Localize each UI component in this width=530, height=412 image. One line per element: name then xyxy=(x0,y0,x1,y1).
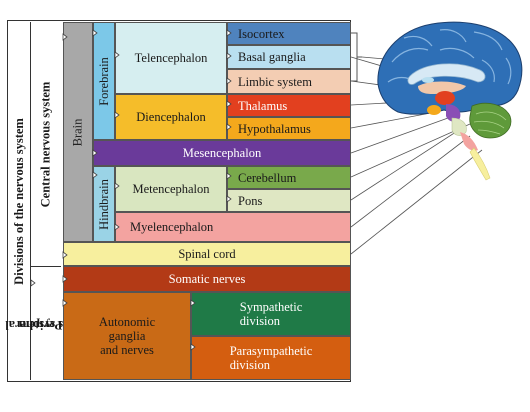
cerebellum-folia xyxy=(473,111,507,135)
brain-box: Brain xyxy=(63,22,93,242)
leader-cerebellum xyxy=(350,123,471,178)
cerebellum-fold-1 xyxy=(475,111,507,121)
leader-myelencephalon xyxy=(350,135,471,228)
diencephalon-notch xyxy=(114,111,120,119)
isocortex-notch xyxy=(226,29,232,37)
pns-notch xyxy=(30,279,36,287)
somatic-nerves-box: Somatic nerves xyxy=(63,266,351,292)
autonomic-ganglia-box: Autonomic ganglia and nerves xyxy=(63,292,191,380)
brain-illustration xyxy=(377,21,523,181)
gyrus-line-2 xyxy=(403,35,433,47)
autonomic-line1: Autonomic xyxy=(98,315,156,329)
limbic-notch xyxy=(226,77,232,85)
cns-pns-divider xyxy=(31,266,61,267)
mesencephalon-box: Mesencephalon xyxy=(93,140,351,166)
pons-notch xyxy=(226,195,232,203)
limbic-system-box: Limbic system xyxy=(227,69,351,94)
bracket-line xyxy=(351,32,362,82)
parasympathetic-line2: division xyxy=(229,358,270,372)
basal-ganglia-shape xyxy=(422,77,434,83)
somatic-notch xyxy=(62,275,68,283)
isocortex-box: Isocortex xyxy=(227,22,351,45)
parasympathetic-division-box: Parasympathetic division xyxy=(191,336,351,380)
myelencephalon-box: Myelencephalon xyxy=(115,212,351,242)
sympathetic-line1: Sympathetic xyxy=(239,300,303,314)
cerebellum-fold-2 xyxy=(473,120,505,129)
notch-markers xyxy=(30,29,232,351)
leader-mesencephalon xyxy=(350,117,449,154)
gyrus-line-6 xyxy=(439,47,475,59)
pons-box: Pons xyxy=(227,189,351,212)
spinal-cord-notch xyxy=(62,251,68,259)
gyrus-line-7 xyxy=(481,59,495,83)
sympathetic-division-box: Sympathetic division xyxy=(191,292,351,336)
gyrus-line-5 xyxy=(505,57,512,85)
hypothalamus-shape xyxy=(427,105,441,115)
telencephalon-notch xyxy=(114,51,120,59)
leader-pons xyxy=(350,127,463,201)
midbrain-shape xyxy=(446,104,461,122)
hindbrain-notch xyxy=(92,171,98,179)
basal-ganglia-box: Basal ganglia xyxy=(227,45,351,69)
cerebellum-fold-3 xyxy=(477,129,501,135)
parasympathetic-notch xyxy=(190,343,196,351)
brain-notch xyxy=(62,33,68,41)
basal-ganglia-notch xyxy=(226,52,232,60)
pons-shape xyxy=(451,117,467,136)
diencephalon-box: Diencephalon xyxy=(115,94,227,140)
hypothalamus-box: Hypothalamus xyxy=(227,117,351,140)
parasympathetic-line1: Parasympathetic xyxy=(229,344,313,358)
forebrain-box: Forebrain xyxy=(93,22,115,140)
spinal-cord-box: Spinal cord xyxy=(63,242,351,266)
cerebellum-box: Cerebellum xyxy=(227,166,351,189)
autonomic-notch xyxy=(62,299,68,307)
sympathetic-line2: division xyxy=(239,314,281,328)
gyrus-line-3 xyxy=(439,29,467,43)
spinal-cord-shape xyxy=(469,147,491,181)
gyrus-line-4 xyxy=(473,31,503,51)
myelencephalon-notch xyxy=(114,223,120,231)
cerebellum-shape xyxy=(469,102,512,139)
medulla-shape xyxy=(460,132,478,151)
metencephalon-box: Metencephalon xyxy=(115,166,227,212)
autonomic-line3: and nerves xyxy=(100,343,154,357)
mesencephalon-notch xyxy=(92,149,98,157)
thalamus-shape xyxy=(435,91,455,105)
forebrain-notch xyxy=(92,29,98,37)
autonomic-line2: ganglia xyxy=(108,329,146,343)
metencephalon-notch xyxy=(114,182,120,190)
corpus-callosum xyxy=(407,63,486,85)
limbic-area xyxy=(418,81,466,94)
leader-spinal-cord xyxy=(350,149,483,255)
hindbrain-box: Hindbrain xyxy=(93,166,115,242)
gyrus-line-1 xyxy=(391,47,429,63)
sympathetic-notch xyxy=(190,299,196,307)
divider-line xyxy=(30,22,31,380)
hypothalamus-notch xyxy=(226,123,232,131)
thalamus-notch xyxy=(226,100,232,108)
leader-hypothalamus xyxy=(350,111,437,129)
cerebellum-notch xyxy=(226,172,232,180)
